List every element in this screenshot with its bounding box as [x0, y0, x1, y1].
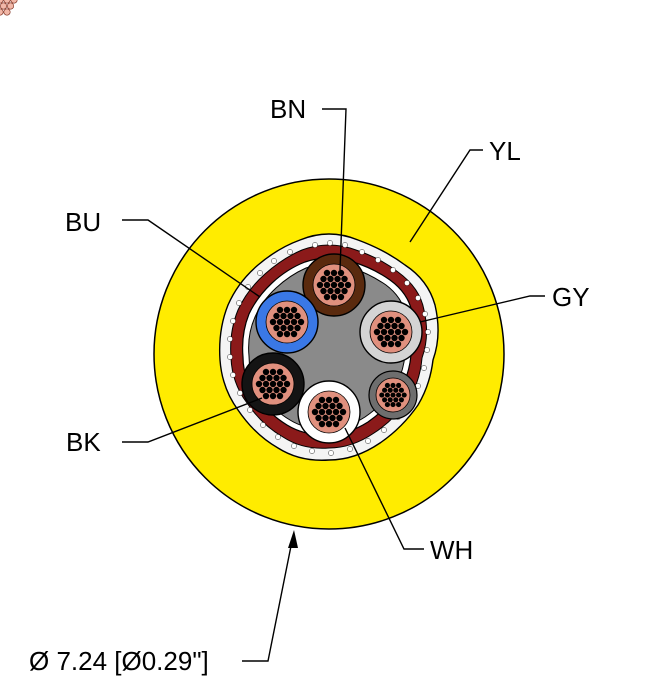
leader-diameter	[242, 540, 293, 662]
diameter-arrowhead	[288, 530, 298, 548]
leader-bu	[122, 219, 261, 298]
label-diameter: Ø 7.24 [Ø0.29"]	[29, 646, 209, 676]
leader-bn	[322, 108, 347, 271]
leader-bk	[122, 397, 263, 443]
copper-strands	[0, 0, 18, 16]
label-bk: BK	[66, 427, 101, 457]
leader-gy	[419, 295, 545, 323]
label-bn: BN	[270, 94, 306, 124]
label-yl: YL	[489, 136, 521, 166]
label-bu: BU	[65, 207, 101, 237]
leader-yl	[409, 149, 483, 243]
leader-wh	[344, 427, 424, 550]
label-gy: GY	[552, 282, 590, 312]
label-wh: WH	[430, 535, 473, 565]
